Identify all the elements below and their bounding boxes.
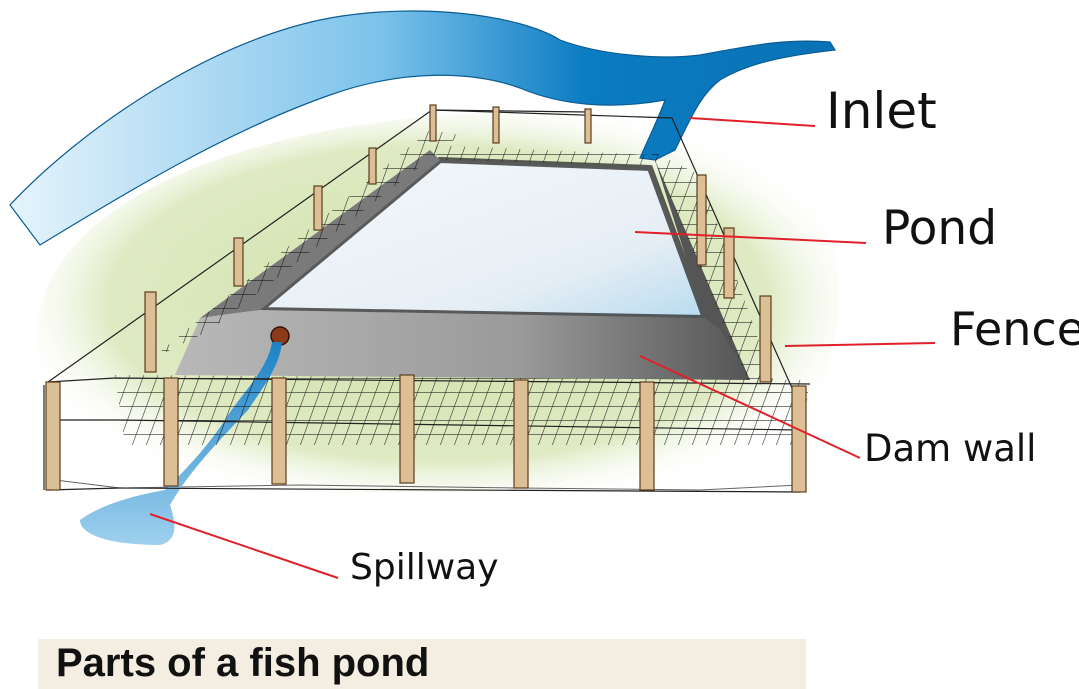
leader-inlet	[689, 117, 816, 127]
leader-pond	[634, 231, 867, 244]
pond-water	[260, 160, 705, 318]
leader-lines	[149, 117, 936, 579]
inlet-label: Inlet	[826, 82, 937, 140]
diagram-caption: Parts of a fish pond	[56, 641, 430, 685]
leader-fence	[784, 342, 936, 347]
fence-label: Fence	[950, 302, 1079, 356]
spillway-label: Spillway	[350, 547, 499, 588]
ground-edge	[54, 479, 801, 491]
dam-wall	[175, 310, 750, 380]
leader-dam-wall	[639, 355, 861, 459]
pond-label: Pond	[882, 201, 998, 256]
fence-posts	[45, 104, 807, 493]
fence-mesh	[115, 130, 810, 445]
dam-wall-label: Dam wall	[864, 427, 1037, 470]
spillway-water	[80, 342, 282, 545]
caption-bar	[38, 639, 806, 689]
leader-spillway	[149, 513, 339, 579]
river	[9, 10, 837, 246]
